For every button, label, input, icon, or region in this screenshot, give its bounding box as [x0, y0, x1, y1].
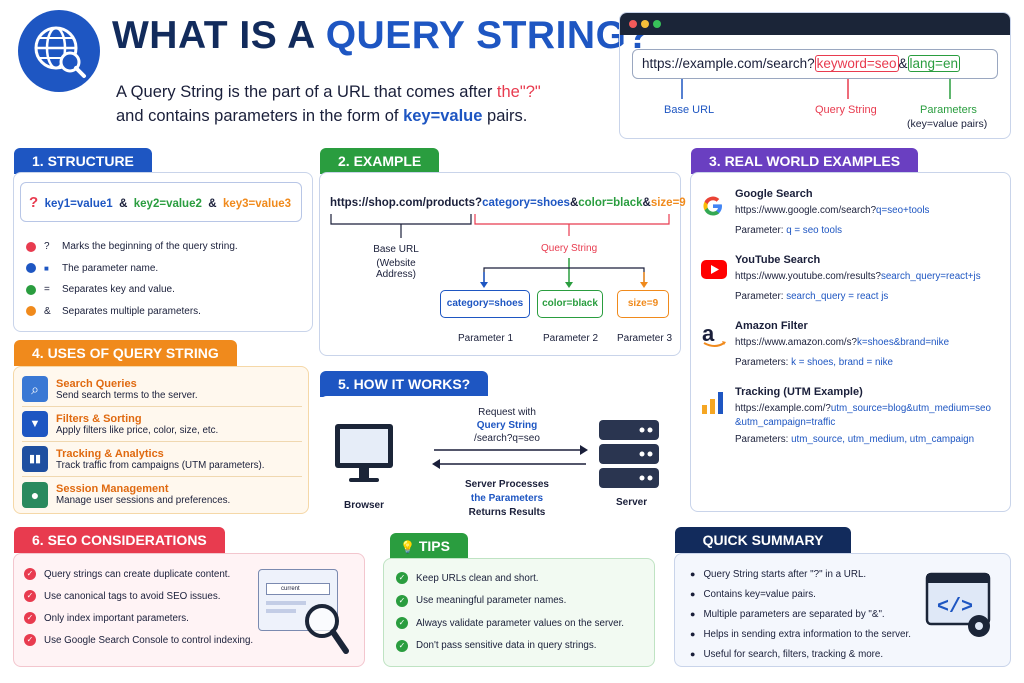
parameters-sub-label: (key=value pairs): [907, 118, 988, 130]
base-url-label: Base URL: [664, 104, 715, 116]
uses-panel: [13, 366, 309, 514]
query-string-label: Query String: [815, 104, 877, 116]
browser-label: Browser: [344, 500, 385, 511]
analytics-icon: [700, 390, 726, 416]
search-icon: ⌕: [22, 376, 48, 402]
structure-formula: ? key1=value1 & key2=value2 & key3=value…: [20, 182, 302, 222]
youtube-icon: [701, 260, 727, 279]
tips-tab: 💡 TIPS: [390, 533, 468, 559]
example-connectors: [330, 214, 670, 288]
param-label-1: Parameter 1: [458, 333, 514, 344]
example-youtube: YouTube Search https://www.youtube.com/r…: [735, 254, 981, 302]
structure-tab: 1. STRUCTURE: [14, 148, 152, 174]
uses-tab: 4. USES OF QUERY STRING: [14, 340, 237, 366]
tips-list: ✓Keep URLs clean and short. ✓Use meaning…: [396, 567, 650, 657]
example-google: Google Search https://www.google.com/sea…: [735, 188, 930, 236]
browser-window: https://example.com/search?keyword=seo&l…: [619, 12, 1011, 139]
title-part-1: WHAT IS A: [112, 14, 326, 57]
real-world-tab: 3. REAL WORLD EXAMPLES: [691, 148, 919, 174]
legend-item: ■The parameter name.: [26, 258, 306, 280]
mock-search-box: current: [266, 583, 330, 595]
example-tab: 2. EXAMPLE: [320, 148, 440, 174]
example-url: https://shop.com/products?category=shoes…: [330, 197, 686, 209]
param-box-1: category=shoes: [440, 290, 530, 318]
seo-tab: 6. SEO CONSIDERATIONS: [14, 527, 225, 553]
structure-panel: [13, 172, 313, 332]
seo-list: ✓Query strings can create duplicate cont…: [24, 563, 264, 651]
legend-item: &Separates multiple parameters.: [26, 301, 306, 323]
legend-item: =Separates key and value.: [26, 279, 306, 301]
server-icon: [597, 418, 661, 490]
param-box-3: size=9: [617, 290, 669, 318]
flow-arrows: [432, 445, 588, 469]
seo-search-illustration: current: [258, 569, 350, 657]
example-amazon: Amazon Filter https://www.amazon.com/s?k…: [735, 320, 950, 368]
browser-url-bar[interactable]: https://example.com/search?keyword=seo&l…: [632, 49, 998, 79]
param-label-3: Parameter 3: [617, 333, 673, 344]
amazon-icon: a: [702, 323, 728, 349]
example-tracking: Tracking (UTM Example) https://example.c…: [735, 386, 991, 445]
title-part-2: QUERY STRING?: [325, 14, 651, 57]
svg-text:</>: </>: [937, 596, 973, 619]
example-panel: [319, 172, 681, 356]
filter-icon: ▼: [22, 411, 48, 437]
server-label: Server: [616, 497, 648, 508]
globe-search-icon: [18, 10, 100, 92]
analytics-icon: ▮▮: [22, 446, 48, 472]
monitor-icon: [333, 422, 395, 492]
browser-titlebar: [620, 13, 1010, 35]
user-icon: ●: [22, 481, 48, 508]
real-world-list: Google Search https://www.google.com/sea…: [735, 188, 1007, 445]
how-tab: 5. HOW IT WORKS?: [320, 371, 489, 397]
code-settings-icon: </>: [925, 572, 997, 644]
structure-legend: ?Marks the beginning of the query string…: [26, 236, 306, 322]
summary-tab: QUICK SUMMARY: [675, 527, 851, 553]
summary-list: ●Query String starts after "?" in a URL.…: [690, 568, 911, 660]
param-box-2: color=black: [537, 290, 603, 318]
page-title: WHAT IS A QUERY STRING?: [112, 14, 651, 58]
example-base-label: Base URL(Website Address): [373, 244, 419, 280]
tips-panel: [383, 558, 655, 667]
lightbulb-icon: 💡: [400, 540, 415, 554]
real-world-panel: [690, 172, 1011, 512]
legend-item: ?Marks the beginning of the query string…: [26, 236, 306, 258]
param-label-2: Parameter 2: [543, 333, 599, 344]
parameters-label: Parameters: [920, 104, 977, 116]
google-icon: [700, 193, 726, 219]
example-qs-label: Query String: [541, 243, 598, 254]
page-description: A Query String is the part of a URL that…: [116, 83, 541, 125]
